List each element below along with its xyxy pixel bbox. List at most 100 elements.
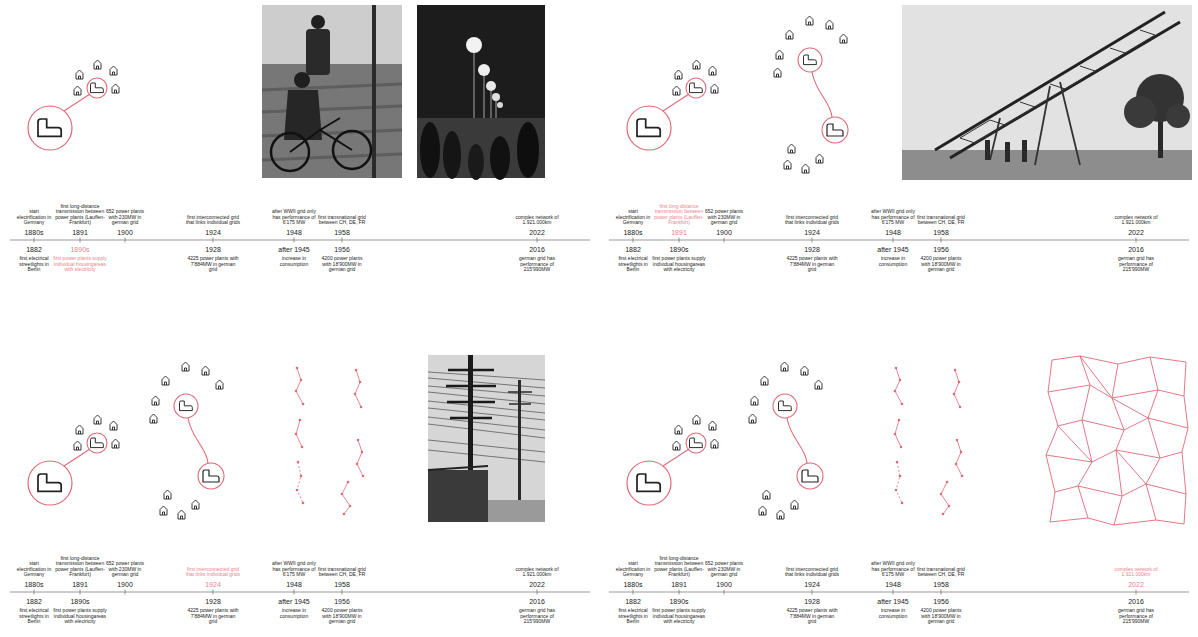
timeline-note: first electrical streetlights in Berlin [613,256,653,273]
timeline-note: 4225 power plants with 7'884MW in german… [786,256,838,273]
timeline-note: first power plants supply individual hou… [651,608,707,625]
timeline-axis [10,238,590,243]
timeline-year: 2022 [1128,229,1144,236]
timeline-year: 1890s [669,598,688,605]
dotted-grid-chains [895,368,962,514]
dotted-grid-chains [296,368,363,514]
timeline-year: 2016 [529,246,545,253]
timeline-note: first interconnected grid that links ind… [784,215,840,226]
photo-building [428,470,488,522]
timeline-year: 1958 [933,581,949,588]
timeline-note: start electrification in Germany [613,561,653,578]
timeline-year: after 1945 [278,598,310,605]
timeline-year: 2016 [1128,598,1144,605]
timeline-year: 1891 [671,229,687,236]
timeline-year: after 1945 [877,246,909,253]
photo-tree [1166,104,1190,128]
timeline-year: 1890s [70,598,89,605]
timeline-year: 1928 [205,598,221,605]
timeline-year: 1924 [205,581,221,588]
timeline-year: 1890s [669,246,688,253]
linked-grid-sketch [774,16,848,173]
timeline-note: 4200 power plants with 18'900MW in germa… [317,608,367,625]
power-plant-cluster [28,415,119,505]
photo-crossarms [446,370,496,418]
timeline-year: 1928 [804,598,820,605]
timeline-year: 1958 [933,229,949,236]
power-plant-cluster [627,415,718,505]
timeline-year: 1958 [334,229,350,236]
timeline-note: first long-distance transmission between… [654,556,704,578]
linked-grid-sketch [749,362,823,519]
photo-truss-lattice [960,30,1155,143]
photo-lamp [466,37,482,53]
timeline-note: first power plants supply individual hou… [651,256,707,273]
timeline-year: 1948 [286,229,302,236]
timeline-note: after WWII grid only has performance of … [868,209,918,226]
timeline-note: 4225 power plants with 7'884MW in german… [786,608,838,625]
timeline-year: 2022 [529,229,545,236]
timeline-year: 1928 [205,246,221,253]
timeline-note: 4200 power plants with 18'900MW in germa… [317,256,367,273]
photo-crossarms [508,392,532,404]
timeline-year: 1880s [623,229,642,236]
timeline-year: 1924 [804,229,820,236]
photo-props [990,82,1080,165]
photo-sky [902,5,1192,180]
photo-lamp [478,64,490,76]
photo-worker [985,140,990,160]
timeline-year: 2022 [529,581,545,588]
timeline-year: 1890s [70,246,89,253]
photo-crane [902,5,1192,180]
timeline-note: german grid has performance of 215'990MW [1108,608,1164,625]
timeline-note: complex network of 1.921.000km [512,567,562,578]
timeline-note: complex network of 1.921.000km [1111,567,1161,578]
timeline-year: 2016 [1128,246,1144,253]
timeline-note: first long-distance transmission between… [55,204,105,226]
timeline-note: german grid has performance of 215'990MW [1108,256,1164,273]
photo-crowd [468,144,484,180]
timeline-year: 1924 [804,581,820,588]
timeline-note: start electrification in Germany [14,561,54,578]
timeline-year: 1880s [24,581,43,588]
photo-figure [311,15,325,29]
timeline-note: start electrification in Germany [14,209,54,226]
timeline-note: increase in consumption [873,256,913,267]
timeline-note: german grid has performance of 215'990MW [509,256,565,273]
timeline-year: 2016 [529,598,545,605]
timeline-year: 1948 [286,581,302,588]
timeline-year: 1891 [72,229,88,236]
timeline-note: 652 power plants with 230MW in german gr… [702,209,746,226]
timeline-year: 1956 [933,598,949,605]
timeline-year: 1880s [623,581,642,588]
timeline-note: complex network of 1.921.000km [512,215,562,226]
photo-ground [902,150,1192,180]
mesh-network [1046,356,1188,525]
timeline-axis [609,590,1189,595]
timeline-note: after WWII grid only has performance of … [269,209,319,226]
timeline-year: after 1945 [278,246,310,253]
photo-lamp [492,93,500,101]
timeline-note: first interconnected grid that links ind… [185,567,241,578]
photo-cyclists [262,5,402,178]
photo-field [262,64,402,178]
timeline-note: first power plants supply individual hou… [52,608,108,625]
photo-powerlines [428,355,545,522]
timeline-year: 1956 [334,246,350,253]
timeline-note: increase in consumption [873,608,913,619]
timeline-year: 1882 [625,246,641,253]
photo-roof [428,466,488,470]
timeline-note: 652 power plants with 230MW in german gr… [702,561,746,578]
timeline-axis [609,238,1189,243]
timeline-note: first transnational grid between CH, DE,… [318,567,366,578]
timeline-year: after 1945 [877,598,909,605]
photo-lamp [497,102,503,108]
timeline-note: first interconnected grid that links ind… [784,567,840,578]
timeline-year: 1948 [885,229,901,236]
timeline-year: 1956 [933,246,949,253]
timeline-note: first electrical streetlights in Berlin [613,608,653,625]
timeline-note: 4200 power plants with 18'900MW in germa… [916,256,966,273]
timeline-note: first transnational grid between CH, DE,… [917,215,965,226]
